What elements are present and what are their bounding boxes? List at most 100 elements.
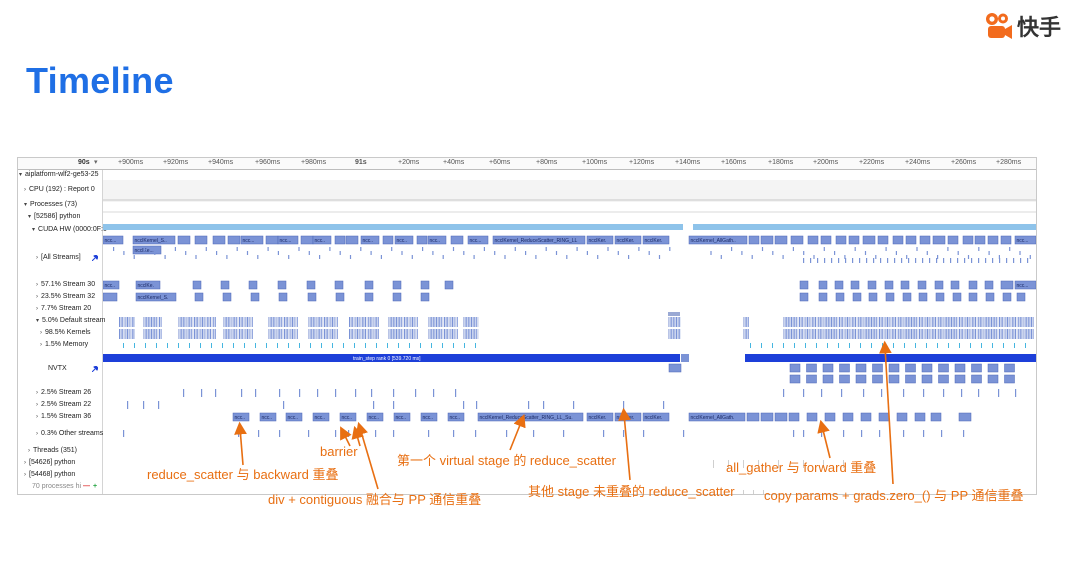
kernel-block[interactable] [688, 235, 748, 245]
kernel-block[interactable] [930, 412, 942, 422]
tree-row-threads[interactable]: ›Threads (351) [28, 447, 77, 454]
kernel-block[interactable] [760, 412, 774, 422]
kernel-block[interactable] [954, 374, 966, 384]
kernel-block[interactable] [102, 292, 118, 302]
kernel-block[interactable] [416, 235, 428, 245]
kernel-block[interactable] [971, 363, 982, 373]
kernel-block[interactable] [938, 374, 949, 384]
kernel-block[interactable] [921, 363, 933, 373]
tree-row-stream-20[interactable]: ›7.7% Stream 20 [36, 305, 92, 312]
kernel-block[interactable] [444, 280, 454, 290]
kernel-block[interactable] [860, 412, 872, 422]
kernel-block[interactable] [789, 374, 801, 384]
kernel-block[interactable] [135, 280, 161, 290]
kernel-block[interactable] [872, 374, 883, 384]
tree-row-other-streams[interactable]: ›0.3% Other streams [36, 430, 104, 437]
kernel-block[interactable] [394, 235, 414, 245]
kernel-block[interactable] [688, 412, 746, 422]
kernel-block[interactable] [987, 235, 999, 245]
tree-row-memory[interactable]: ›1.5% Memory [40, 341, 89, 348]
kernel-block[interactable] [905, 374, 916, 384]
kernel-block[interactable] [892, 235, 904, 245]
kernel-block[interactable] [1002, 292, 1012, 302]
kernel-block[interactable] [834, 280, 844, 290]
kernel-block[interactable] [746, 412, 760, 422]
kernel-block[interactable] [345, 235, 359, 245]
kernel-block[interactable] [835, 292, 845, 302]
kernel-block[interactable] [220, 280, 230, 290]
kernel-block[interactable] [968, 292, 978, 302]
kernel-block[interactable] [790, 235, 804, 245]
tree-row-cpu[interactable]: ›CPU (192) : Report 0 [24, 186, 95, 193]
kernel-block[interactable] [420, 292, 430, 302]
tree-row-python-54626[interactable]: ›[54626] python [24, 459, 76, 466]
kernel-block[interactable] [985, 292, 995, 302]
kernel-block[interactable] [818, 280, 828, 290]
kernel-block[interactable] [962, 235, 974, 245]
kernel-block[interactable] [1004, 363, 1015, 373]
kernel-block[interactable] [1000, 235, 1012, 245]
kernel-block[interactable] [192, 280, 202, 290]
kernel-block[interactable] [334, 280, 344, 290]
kernel-block[interactable] [954, 363, 966, 373]
kernel-block[interactable] [867, 280, 877, 290]
kernel-block[interactable] [1014, 235, 1036, 245]
kernel-block[interactable] [918, 292, 928, 302]
kernel-block[interactable] [392, 292, 402, 302]
kernel-block[interactable] [900, 280, 910, 290]
kernel-block[interactable] [888, 374, 900, 384]
kernel-block[interactable] [277, 235, 299, 245]
kernel-block[interactable] [855, 363, 867, 373]
kernel-block[interactable] [914, 412, 926, 422]
tree-row-stream-30[interactable]: ›57.1% Stream 30 [36, 281, 96, 288]
kernel-block[interactable] [850, 280, 860, 290]
pin-icon[interactable] [92, 255, 98, 261]
kernel-block[interactable] [382, 235, 394, 245]
kernel-block[interactable] [360, 235, 380, 245]
kernel-block[interactable] [877, 235, 889, 245]
kernel-block[interactable] [102, 235, 124, 245]
kernel-block[interactable] [177, 235, 191, 245]
kernel-block[interactable] [950, 280, 960, 290]
kernel-block[interactable] [820, 235, 832, 245]
kernel-block[interactable] [774, 412, 788, 422]
kernel-block[interactable] [420, 280, 430, 290]
kernel-block[interactable] [885, 292, 895, 302]
kernel-block[interactable] [848, 235, 860, 245]
kernel-block[interactable] [447, 412, 465, 422]
kernel-block[interactable] [917, 280, 927, 290]
kernel-block[interactable] [392, 280, 402, 290]
kernel-block[interactable] [307, 292, 317, 302]
kernel-block[interactable] [974, 235, 986, 245]
kernel-block[interactable] [334, 235, 346, 245]
chevron-down-icon[interactable]: ▾ [94, 159, 98, 166]
kernel-block[interactable] [987, 363, 999, 373]
kernel-block[interactable] [935, 292, 945, 302]
kernel-block[interactable] [884, 280, 894, 290]
kernel-block[interactable] [987, 374, 999, 384]
kernel-block[interactable] [250, 292, 260, 302]
kernel-block[interactable] [335, 292, 345, 302]
tree-row-host[interactable]: ▾aiplatform-wlf2-ge53-25 [19, 171, 99, 178]
kernel-block[interactable] [277, 280, 287, 290]
kernel-block[interactable] [839, 363, 850, 373]
kernel-block[interactable] [932, 235, 946, 245]
kernel-block[interactable] [806, 374, 817, 384]
kernel-block[interactable] [896, 412, 908, 422]
kernel-block[interactable] [855, 374, 867, 384]
tree-row-stream-32[interactable]: ›23.5% Stream 32 [36, 293, 96, 300]
kernel-block[interactable] [774, 235, 788, 245]
kernel-block[interactable] [806, 363, 817, 373]
kernel-block[interactable] [1014, 280, 1036, 290]
nvtx-train-step-bar[interactable] [103, 354, 680, 362]
tree-row-stream-22[interactable]: ›2.5% Stream 22 [36, 401, 92, 408]
kernel-block[interactable] [872, 363, 883, 373]
kernel-block[interactable] [1016, 292, 1026, 302]
kernel-block[interactable] [222, 292, 232, 302]
kernel-block[interactable] [420, 412, 438, 422]
kernel-block[interactable] [212, 235, 226, 245]
kernel-block[interactable] [132, 235, 176, 245]
tree-row-stream-26[interactable]: ›2.5% Stream 26 [36, 389, 92, 396]
kernel-block[interactable] [822, 363, 834, 373]
kernel-block[interactable] [642, 412, 670, 422]
